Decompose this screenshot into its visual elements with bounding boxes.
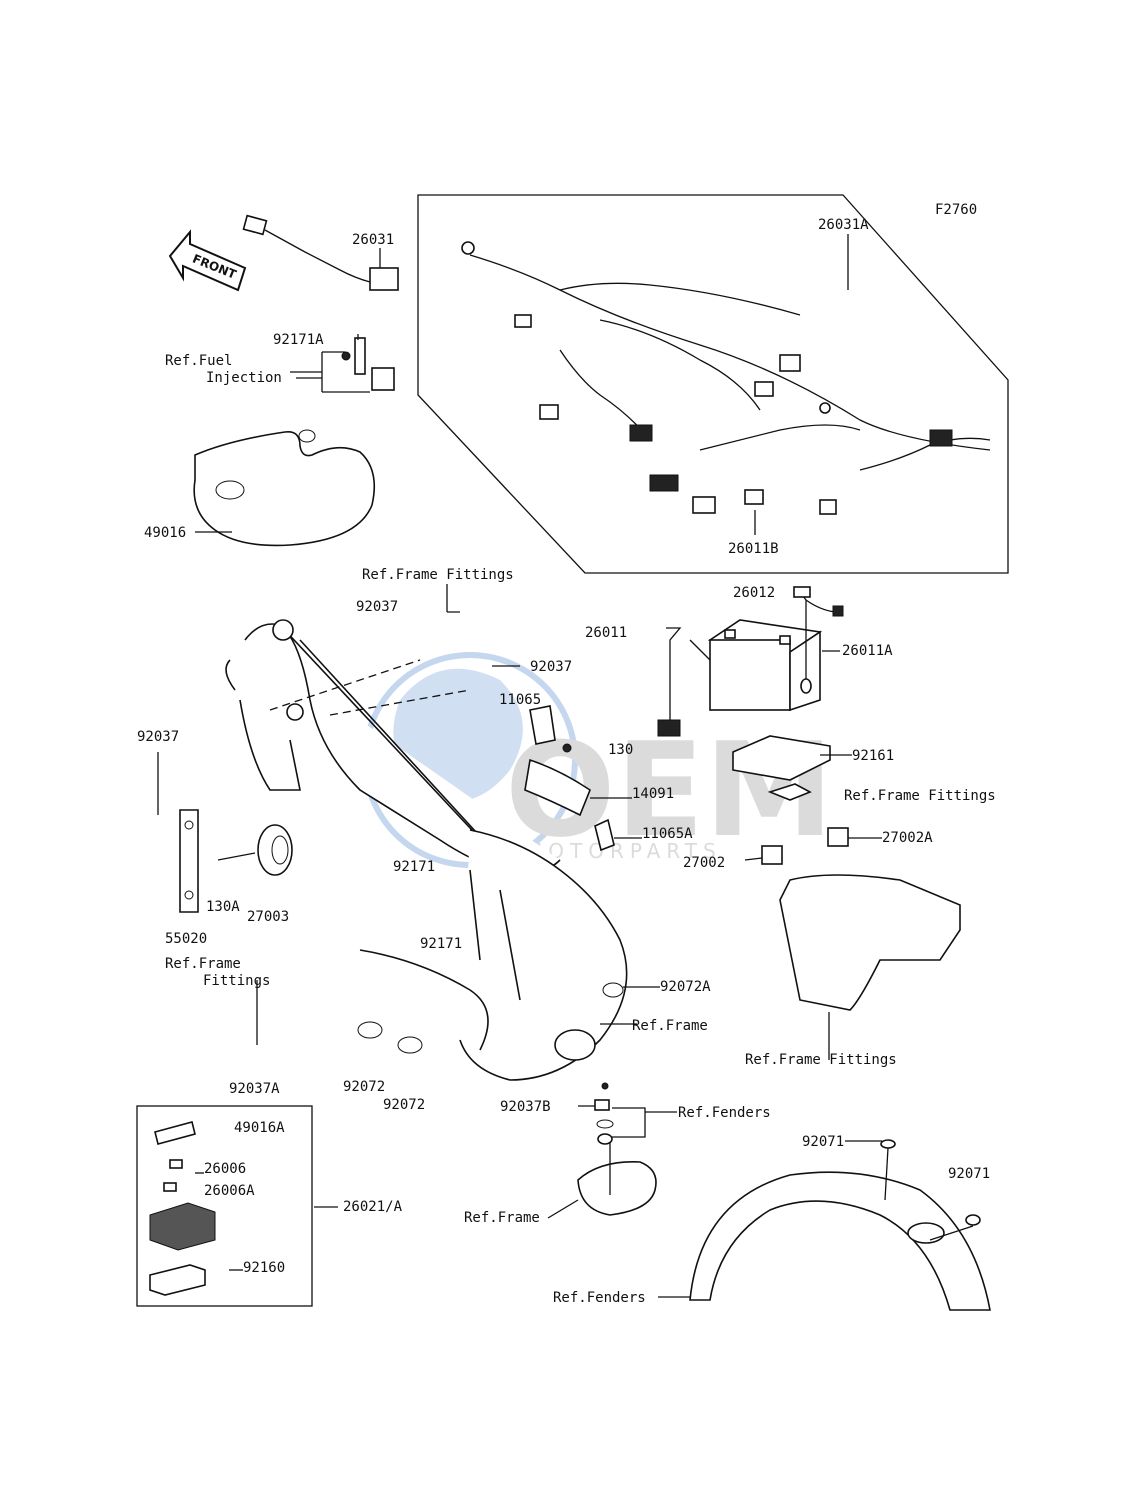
label-92037B: 92037B <box>500 1099 551 1115</box>
label-92071-a: 92071 <box>802 1134 844 1150</box>
label-14091: 14091 <box>632 786 674 802</box>
kit-box-26021A <box>136 1105 313 1307</box>
relay-27002A <box>827 827 849 847</box>
label-26011B: 26011B <box>728 541 779 557</box>
label-injection: Injection <box>206 370 282 386</box>
label-130A: 130A <box>206 899 240 915</box>
label-ref-frame-2: Ref.Frame <box>464 1210 540 1226</box>
label-26006A: 26006A <box>204 1183 255 1199</box>
plate-55020 <box>179 809 199 913</box>
battery-case <box>779 874 961 1011</box>
label-fittings: Fittings <box>203 973 270 989</box>
label-26011A: 26011A <box>842 643 893 659</box>
label-11065A: 11065A <box>642 826 693 842</box>
label-26031A: 26031A <box>818 217 869 233</box>
pad-92161 <box>732 735 831 781</box>
label-26031: 26031 <box>352 232 394 248</box>
label-ref-fenders-2: Ref.Fenders <box>553 1290 646 1306</box>
label-92072A: 92072A <box>660 979 711 995</box>
label-26012: 26012 <box>733 585 775 601</box>
label-26006: 26006 <box>204 1161 246 1177</box>
label-26021A: 26021/A <box>343 1199 403 1215</box>
label-ref-frame-1: Ref.Frame <box>632 1018 708 1034</box>
label-ref-frame-fittings-4: Ref.Frame Fittings <box>745 1052 897 1068</box>
label-27002: 27002 <box>683 855 725 871</box>
label-49016A: 49016A <box>234 1120 285 1136</box>
sub-harness-26031 <box>242 214 399 291</box>
label-92160: 92160 <box>243 1260 285 1276</box>
label-92037-a: 92037 <box>356 599 398 615</box>
label-92171A: 92171A <box>273 332 324 348</box>
label-92071-b: 92071 <box>948 1166 990 1182</box>
label-ref-fuel: Ref.Fuel <box>165 353 232 369</box>
label-92037A: 92037A <box>229 1081 280 1097</box>
label-26011: 26011 <box>585 625 627 641</box>
label-92037-b: 92037 <box>530 659 572 675</box>
relay-27002 <box>761 845 783 865</box>
label-92161: 92161 <box>852 748 894 764</box>
figure-code: F2760 <box>935 202 977 218</box>
main-harness-box <box>417 194 1009 574</box>
label-92072-a: 92072 <box>343 1079 385 1095</box>
label-27002A: 27002A <box>882 830 933 846</box>
label-27003: 27003 <box>247 909 289 925</box>
label-92037-c: 92037 <box>137 729 179 745</box>
label-55020: 55020 <box>165 931 207 947</box>
mat-49016 <box>193 430 376 547</box>
label-ref-frame: Ref.Frame <box>165 956 241 972</box>
horn-27003 <box>257 824 293 876</box>
label-92171-a: 92171 <box>393 859 435 875</box>
bracket-92171A <box>290 334 395 393</box>
label-130: 130 <box>608 742 633 758</box>
label-11065: 11065 <box>499 692 541 708</box>
label-49016: 49016 <box>144 525 186 541</box>
label-92072-b: 92072 <box>383 1097 425 1113</box>
label-92171-b: 92171 <box>420 936 462 952</box>
rear-fender <box>689 1171 991 1311</box>
battery-26012 <box>707 619 823 712</box>
label-ref-frame-fittings-2: Ref.Frame Fittings <box>844 788 996 804</box>
front-arrow-icon: FRONT <box>168 229 247 292</box>
frame <box>225 619 628 1081</box>
label-ref-fenders-1: Ref.Fenders <box>678 1105 771 1121</box>
label-ref-frame-fittings-1: Ref.Frame Fittings <box>362 567 514 583</box>
